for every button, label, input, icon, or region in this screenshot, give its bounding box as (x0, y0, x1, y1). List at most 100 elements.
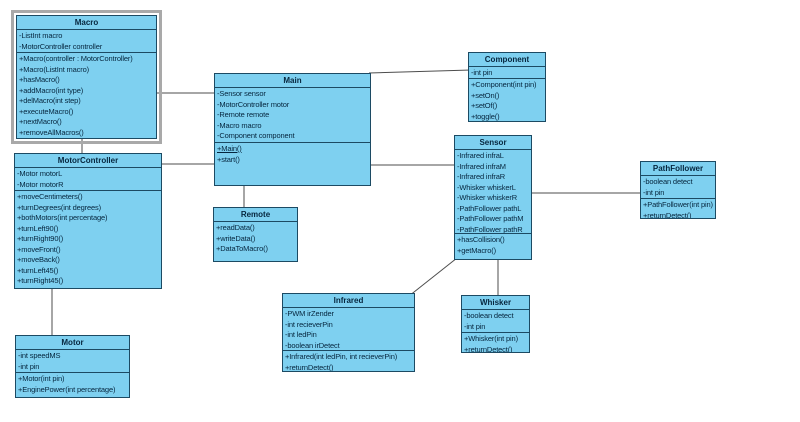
class-attribute: -boolean detect (464, 311, 514, 320)
class-title: Motor (61, 338, 84, 347)
attributes-compartment: -Motor motorL -Motor motorR (15, 167, 161, 190)
class-method: +moveCentimeters() (17, 192, 83, 201)
class-method: +PathFollower(int pin) (643, 200, 713, 209)
class-method: +Macro(controller : MotorController) (19, 54, 133, 63)
class-method: +returnDetect() (643, 210, 692, 219)
class-attribute: -Whisker whiskerL (457, 182, 516, 192)
class-method: +setOn() (471, 90, 500, 100)
class-title: Whisker (479, 298, 512, 307)
class-attribute: -int pin (643, 187, 665, 197)
class-method: +turnRight45() (17, 276, 64, 285)
class-infrared[interactable]: Infrared -PWM irZender -int recieverPin … (282, 293, 415, 372)
class-method: +DataToMacro() (216, 244, 268, 253)
class-motor[interactable]: Motor -int speedMS -int pin +Motor(int p… (15, 335, 130, 398)
class-attribute: -Motor motorL (17, 169, 63, 178)
class-component[interactable]: Component -int pin +Component(int pin) +… (468, 52, 546, 122)
class-motorcontroller[interactable]: MotorController -Motor motorL -Motor mot… (14, 153, 162, 289)
class-method: +readData() (216, 223, 255, 232)
attributes-compartment: -ListInt macro -MotorController controll… (17, 29, 156, 52)
methods-compartment: +Motor(int pin) +EnginePower(int percent… (16, 372, 129, 397)
class-title: MotorController (57, 156, 119, 165)
methods-compartment: +Whisker(int pin) +returnDetect() (462, 332, 529, 352)
methods-compartment: +Infrared(int ledPin, int recieverPin) +… (283, 350, 414, 371)
class-method: +nextMacro() (19, 117, 62, 126)
class-attribute: -ListInt macro (19, 31, 63, 40)
class-method: +hasCollision() (457, 235, 505, 244)
class-attribute: -boolean irDetect (285, 340, 340, 350)
class-attribute: -PathFollower pathR (457, 224, 523, 234)
class-attribute: -Component component (217, 131, 295, 140)
class-method: +bothMotors(int percentage) (17, 213, 108, 222)
class-attribute: -MotorController controller (19, 41, 103, 51)
class-attribute: -PathFollower pathM (457, 214, 524, 223)
class-method: +Main() (217, 144, 242, 153)
attributes-compartment: -PWM irZender -int recieverPin -int ledP… (283, 307, 414, 350)
class-macro[interactable]: Macro -ListInt macro -MotorController co… (16, 15, 157, 139)
class-attribute: -Remote remote (217, 110, 270, 119)
class-method: +Macro(ListInt macro) (19, 64, 89, 74)
class-method: +moveFront() (17, 244, 61, 254)
class-method: +moveBack() (17, 255, 60, 264)
class-method: +turnLeft45() (17, 265, 59, 275)
class-method: +removeAllMacros() (19, 127, 84, 137)
class-method: +start() (217, 154, 240, 164)
class-method: +hasMacro() (19, 75, 60, 84)
attributes-compartment: -boolean detect -int pin (641, 175, 715, 198)
class-method: +turnDegrees(int degrees) (17, 202, 102, 212)
selection-frame[interactable] (11, 10, 162, 144)
class-attribute: -PWM irZender (285, 309, 334, 318)
class-attribute: -int pin (471, 68, 493, 77)
class-attribute: -Macro macro (217, 120, 262, 130)
methods-compartment: +Main() +start() (215, 142, 370, 185)
class-method: +Motor(int pin) (18, 374, 65, 383)
class-attribute: -int pin (18, 361, 40, 371)
connector-main-component[interactable] (368, 69, 472, 74)
class-method: +addMacro(int type) (19, 85, 84, 95)
connector-sensor-infrared[interactable] (408, 257, 458, 297)
class-title: Component (484, 55, 530, 64)
methods-compartment: +hasCollision() +getMacro() (455, 233, 531, 259)
methods-compartment: +Component(int pin) +setOn() +setOf() +t… (469, 78, 545, 121)
class-attribute: -Infrared infraR (457, 172, 506, 181)
methods-compartment: +Macro(controller : MotorController) +Ma… (17, 52, 156, 138)
class-sensor[interactable]: Sensor -Infrared infraL -Infrared infraM… (454, 135, 532, 260)
class-method: +getMacro() (457, 245, 496, 255)
class-title: Remote (240, 210, 271, 219)
class-method: +Whisker(int pin) (464, 334, 518, 343)
class-remote[interactable]: Remote +readData() +writeData() +DataToM… (213, 207, 298, 262)
class-method: +returnDetect() (464, 344, 513, 353)
class-title: Macro (74, 18, 99, 27)
class-method: +Infrared(int ledPin, int recieverPin) (285, 352, 398, 361)
class-title: PathFollower (652, 164, 704, 173)
class-method: +turnLeft90() (17, 223, 59, 233)
attributes-compartment: -int pin (469, 66, 545, 78)
class-attribute: -Whisker whiskerR (457, 193, 517, 202)
class-title: Infrared (333, 296, 364, 305)
class-method: +setOf() (471, 101, 498, 110)
class-method: +executeMacro() (19, 106, 74, 116)
class-attribute: -int pin (464, 321, 486, 331)
class-whisker[interactable]: Whisker -boolean detect -int pin +Whiske… (461, 295, 530, 353)
class-attribute: -PathFollower pathL (457, 203, 522, 213)
class-title: Main (283, 76, 302, 85)
class-method: +returnDetect() (285, 362, 334, 372)
attributes-compartment: -boolean detect -int pin (462, 309, 529, 332)
class-pathfollower[interactable]: PathFollower -boolean detect -int pin +P… (640, 161, 716, 219)
class-attribute: -Infrared infraL (457, 151, 504, 160)
attributes-compartment: -int speedMS -int pin (16, 349, 129, 372)
methods-compartment: +moveCentimeters() +turnDegrees(int degr… (15, 190, 161, 288)
class-method: +turnRight90() (17, 234, 64, 243)
class-method: +writeData() (216, 233, 256, 243)
attributes-compartment: -Sensor sensor -MotorController motor -R… (215, 87, 370, 142)
class-main[interactable]: Main -Sensor sensor -MotorController mot… (214, 73, 371, 186)
class-method: +toggle() (471, 111, 500, 121)
class-method: +Component(int pin) (471, 80, 537, 89)
methods-compartment: +readData() +writeData() +DataToMacro() (214, 221, 297, 261)
class-attribute: -Motor motorR (17, 179, 64, 189)
attributes-compartment: -Infrared infraL -Infrared infraM -Infra… (455, 149, 531, 233)
class-title: Sensor (479, 138, 507, 147)
class-method: +delMacro(int step) (19, 96, 81, 105)
class-attribute: -int ledPin (285, 330, 317, 339)
